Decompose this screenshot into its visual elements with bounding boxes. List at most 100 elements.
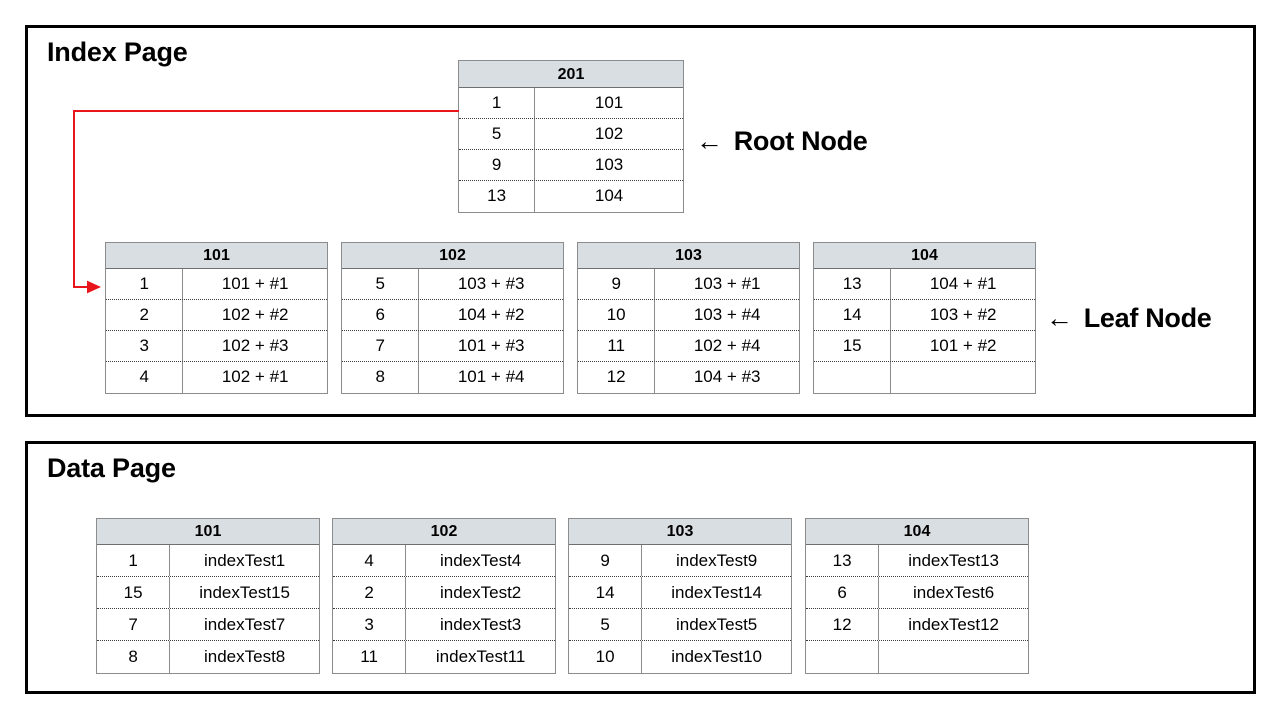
leaf-node-key: 8 xyxy=(342,362,420,393)
data-page-row: 5 indexTest5 xyxy=(569,609,791,641)
leaf-node-header: 103 xyxy=(578,243,799,269)
leaf-node-header: 101 xyxy=(106,243,327,269)
leaf-node-row: 4 102 + #1 xyxy=(106,362,327,393)
root-node-row: 9 103 xyxy=(459,150,683,181)
data-page-value: indexTest9 xyxy=(675,551,758,570)
root-node-row: 13 104 xyxy=(459,181,683,212)
leaf-node-value: 101 + #3 xyxy=(457,336,525,355)
leaf-node-key: 2 xyxy=(106,300,184,330)
leaf-node-key: 12 xyxy=(578,362,656,393)
data-page-value: indexTest12 xyxy=(908,615,999,634)
data-page-key: 13 xyxy=(806,545,880,576)
leaf-node-row: 12 104 + #3 xyxy=(578,362,799,393)
root-node-value: 104 xyxy=(594,186,624,205)
data-page-key: 4 xyxy=(333,545,407,576)
leaf-node-value: 103 + #2 xyxy=(929,305,997,324)
data-page-row: 14 indexTest14 xyxy=(569,577,791,609)
leaf-node-key xyxy=(814,362,892,393)
data-page-key: 12 xyxy=(806,609,880,640)
data-page-row: 12 indexTest12 xyxy=(806,609,1028,641)
leaf-node-value: 102 + #1 xyxy=(221,367,289,386)
left-arrow-icon: ← xyxy=(696,126,723,156)
data-page-table-103: 103 9 indexTest9 14 indexTest14 5 indexT… xyxy=(568,518,792,674)
leaf-node-row: 11 102 + #4 xyxy=(578,331,799,362)
data-page-value: indexTest7 xyxy=(203,615,286,634)
root-node-key: 5 xyxy=(459,119,536,149)
data-page-table-104: 104 13 indexTest13 6 indexTest6 12 index… xyxy=(805,518,1029,674)
data-page-key: 3 xyxy=(333,609,407,640)
data-page-table-102: 102 4 indexTest4 2 indexTest2 3 indexTes… xyxy=(332,518,556,674)
leaf-node-row: 2 102 + #2 xyxy=(106,300,327,331)
leaf-node-row: 15 101 + #2 xyxy=(814,331,1035,362)
leaf-node-table-102: 102 5 103 + #3 6 104 + #2 7 101 + #3 8 1… xyxy=(341,242,564,394)
leaf-node-key: 4 xyxy=(106,362,184,393)
data-page-value: indexTest15 xyxy=(199,583,290,602)
leaf-node-row: 7 101 + #3 xyxy=(342,331,563,362)
data-page-row: 2 indexTest2 xyxy=(333,577,555,609)
data-page-key: 14 xyxy=(569,577,643,608)
leaf-node-row: 1 101 + #1 xyxy=(106,269,327,300)
leaf-node-row-empty xyxy=(814,362,1035,393)
leaf-node-table-103: 103 9 103 + #1 10 103 + #4 11 102 + #4 1… xyxy=(577,242,800,394)
data-page-value: indexTest8 xyxy=(203,647,286,666)
left-arrow-icon: ← xyxy=(1046,303,1073,333)
root-node-header: 201 xyxy=(459,61,683,88)
leaf-node-value: 104 + #2 xyxy=(457,305,525,324)
data-page-key: 1 xyxy=(97,545,171,576)
leaf-node-row: 3 102 + #3 xyxy=(106,331,327,362)
root-node-value: 103 xyxy=(594,155,624,174)
leaf-node-key: 15 xyxy=(814,331,892,361)
leaf-node-key: 10 xyxy=(578,300,656,330)
leaf-node-value: 103 + #1 xyxy=(693,274,761,293)
leaf-node-value xyxy=(891,362,1035,393)
data-page-value: indexTest13 xyxy=(908,551,999,570)
root-node-value: 102 xyxy=(594,124,624,143)
data-page-value: indexTest2 xyxy=(439,583,522,602)
data-page-key: 6 xyxy=(806,577,880,608)
leaf-node-table-104: 104 13 104 + #1 14 103 + #2 15 101 + #2 xyxy=(813,242,1036,394)
data-page-row: 8 indexTest8 xyxy=(97,641,319,673)
root-node-key: 9 xyxy=(459,150,536,180)
data-page-row: 11 indexTest11 xyxy=(333,641,555,673)
data-page-key: 11 xyxy=(333,641,407,673)
data-page-row: 4 indexTest4 xyxy=(333,545,555,577)
data-page-value: indexTest4 xyxy=(439,551,522,570)
leaf-node-value: 101 + #4 xyxy=(457,367,525,386)
leaf-node-row: 9 103 + #1 xyxy=(578,269,799,300)
leaf-node-value: 103 + #4 xyxy=(693,305,761,324)
data-page-row: 9 indexTest9 xyxy=(569,545,791,577)
data-page-row: 3 indexTest3 xyxy=(333,609,555,641)
leaf-node-key: 1 xyxy=(106,269,184,299)
leaf-node-row: 14 103 + #2 xyxy=(814,300,1035,331)
root-node-row: 1 101 xyxy=(459,88,683,119)
leaf-node-header: 102 xyxy=(342,243,563,269)
data-page-key: 10 xyxy=(569,641,643,673)
leaf-node-row: 10 103 + #4 xyxy=(578,300,799,331)
data-page-key: 2 xyxy=(333,577,407,608)
data-page-header: 102 xyxy=(333,519,555,545)
leaf-node-key: 6 xyxy=(342,300,420,330)
leaf-node-value: 104 + #1 xyxy=(929,274,997,293)
root-node-callout-label: Root Node xyxy=(733,126,868,156)
data-page-value: indexTest6 xyxy=(912,583,995,602)
data-page-title: Data Page xyxy=(47,453,176,483)
leaf-node-row: 13 104 + #1 xyxy=(814,269,1035,300)
leaf-node-key: 13 xyxy=(814,269,892,299)
data-page-row: 15 indexTest15 xyxy=(97,577,319,609)
data-page-key xyxy=(806,641,880,673)
leaf-node-value: 104 + #3 xyxy=(693,367,761,386)
data-page-header: 103 xyxy=(569,519,791,545)
data-page-key: 9 xyxy=(569,545,643,576)
data-page-header: 104 xyxy=(806,519,1028,545)
leaf-node-value: 102 + #3 xyxy=(221,336,289,355)
data-page-row: 7 indexTest7 xyxy=(97,609,319,641)
data-page-value: indexTest10 xyxy=(671,647,762,666)
leaf-node-value: 102 + #4 xyxy=(693,336,761,355)
root-node-callout: ← Root Node xyxy=(696,126,868,157)
leaf-node-table-101: 101 1 101 + #1 2 102 + #2 3 102 + #3 4 1… xyxy=(105,242,328,394)
leaf-node-row: 5 103 + #3 xyxy=(342,269,563,300)
leaf-node-key: 3 xyxy=(106,331,184,361)
leaf-node-row: 8 101 + #4 xyxy=(342,362,563,393)
leaf-node-key: 7 xyxy=(342,331,420,361)
leaf-node-value: 103 + #3 xyxy=(457,274,525,293)
